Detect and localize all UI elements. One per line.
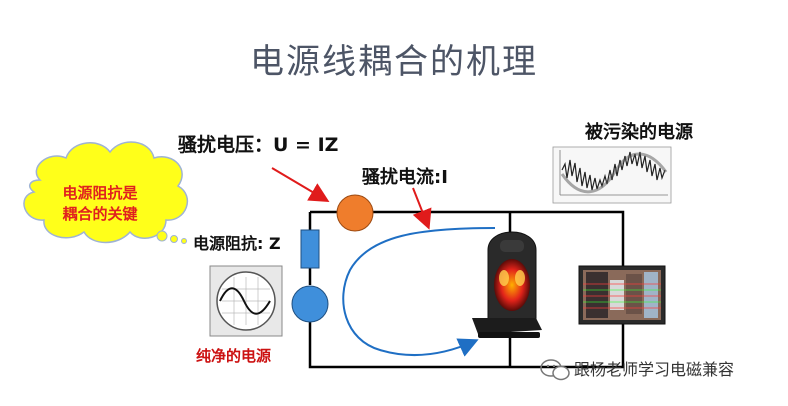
impedance-resistor — [300, 229, 320, 269]
page-title: 电源线耦合的机理 — [250, 42, 538, 82]
thought-bubble-text: 电源阻抗是 耦合的关键 — [30, 183, 170, 225]
interference-voltage-circle — [336, 194, 374, 232]
watermark-text: 跟杨老师学习电磁兼容 — [574, 360, 735, 379]
tv-screen-icon — [578, 265, 666, 325]
watermark: 跟杨老师学习电磁兼容 — [540, 360, 734, 384]
polluted-source-label: 被污染的电源 — [585, 122, 693, 143]
noisy-waveform-icon — [552, 146, 672, 204]
thought-bubble-line-2: 耦合的关键 — [62, 205, 138, 223]
current-loop-curve — [342, 227, 496, 357]
oscilloscope-sine-icon — [209, 265, 283, 337]
thought-bubble-line-1: 电源阻抗是 — [62, 184, 138, 202]
wechat-icon — [540, 359, 570, 381]
thought-bubble — [23, 141, 189, 244]
pure-source-label: 纯净的电源 — [196, 347, 272, 365]
current-pointer-arrow — [412, 187, 432, 230]
massage-chair-icon — [472, 231, 542, 338]
ac-source-circle — [291, 285, 329, 323]
source-impedance-label: 电源阻抗: Z — [193, 234, 281, 253]
interference-voltage-label: 骚扰电压：U = IZ — [178, 134, 339, 156]
voltage-pointer-arrow — [271, 167, 330, 203]
interference-current-label: 骚扰电流:I — [362, 167, 448, 188]
